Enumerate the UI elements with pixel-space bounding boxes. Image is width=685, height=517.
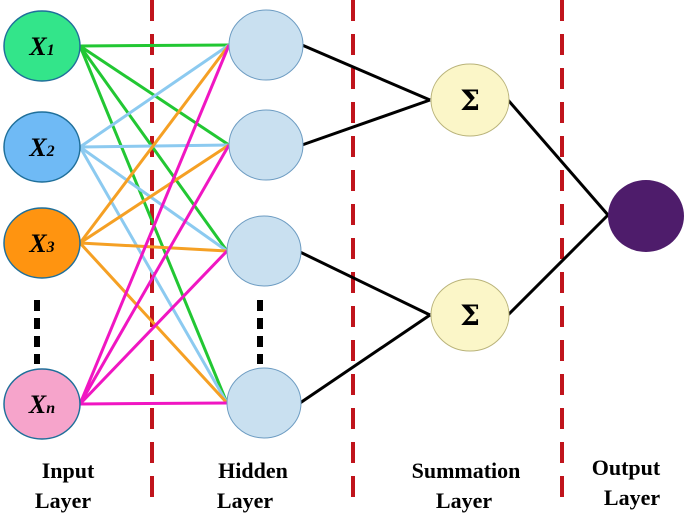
connector-s2-out	[506, 213, 610, 317]
hidden-node-4	[226, 367, 302, 439]
connector-h1-s1	[301, 43, 431, 102]
hidden-layer-label: Hidden	[218, 458, 288, 483]
input-node-x3: X3	[3, 207, 81, 279]
connection-input4-hidden4	[79, 401, 228, 406]
summation-layer-label: Layer	[436, 488, 492, 513]
connector-s1-out	[506, 99, 610, 216]
connection-input4-hidden3	[78, 249, 229, 406]
layer-labels: Input Layer Hidden Layer Summation Layer…	[35, 455, 661, 513]
connection-input1-hidden1	[79, 43, 230, 48]
hidden-node-1	[228, 9, 304, 81]
input-node-xn: Xn	[3, 368, 81, 440]
summation-node-2: Σ	[430, 278, 510, 352]
summation-node-1: Σ	[430, 63, 510, 137]
hidden-node-3	[226, 215, 302, 287]
connection-input4-hidden2	[78, 144, 231, 405]
input-layer-nodes: X1 X2 X3 Xn	[3, 10, 81, 440]
input-node-x2: X2	[3, 111, 81, 183]
layer-dividers	[150, 0, 564, 500]
input-node-label: Xn	[28, 390, 55, 419]
connection-input3-hidden2	[79, 143, 230, 245]
output-layer-label: Layer	[604, 485, 660, 510]
sigma-symbol: Σ	[460, 299, 480, 332]
connection-input2-hidden3	[79, 145, 228, 253]
output-node	[608, 180, 684, 252]
summation-layer-label: Summation	[412, 458, 521, 483]
hidden-layer-label: Layer	[217, 488, 273, 513]
connection-input4-hidden1	[78, 44, 231, 405]
connection-input3-hidden3	[79, 241, 228, 253]
hidden-node-2	[228, 109, 304, 181]
sigma-symbol: Σ	[460, 84, 480, 117]
input-node-x1: X1	[3, 10, 81, 82]
summation-connections	[299, 43, 610, 405]
output-layer-label: Output	[592, 455, 661, 480]
connector-h3-s2	[299, 250, 431, 317]
connection-input3-hidden4	[78, 241, 229, 405]
hidden-layer-nodes	[226, 9, 304, 439]
connector-h2-s1	[301, 98, 431, 147]
connection-input1-hidden3	[78, 45, 229, 252]
connection-input3-hidden1	[78, 44, 231, 244]
input-node-label: X1	[28, 32, 54, 61]
connection-input2-hidden1	[79, 43, 230, 149]
input-node-label: X3	[28, 229, 54, 258]
input-layer-label: Layer	[35, 488, 91, 513]
summation-layer-nodes: Σ Σ	[430, 63, 510, 352]
input-layer-label: Input	[42, 458, 95, 483]
input-hidden-connections	[78, 43, 231, 406]
connector-h4-s2	[299, 313, 431, 405]
input-node-label: X2	[28, 133, 54, 162]
